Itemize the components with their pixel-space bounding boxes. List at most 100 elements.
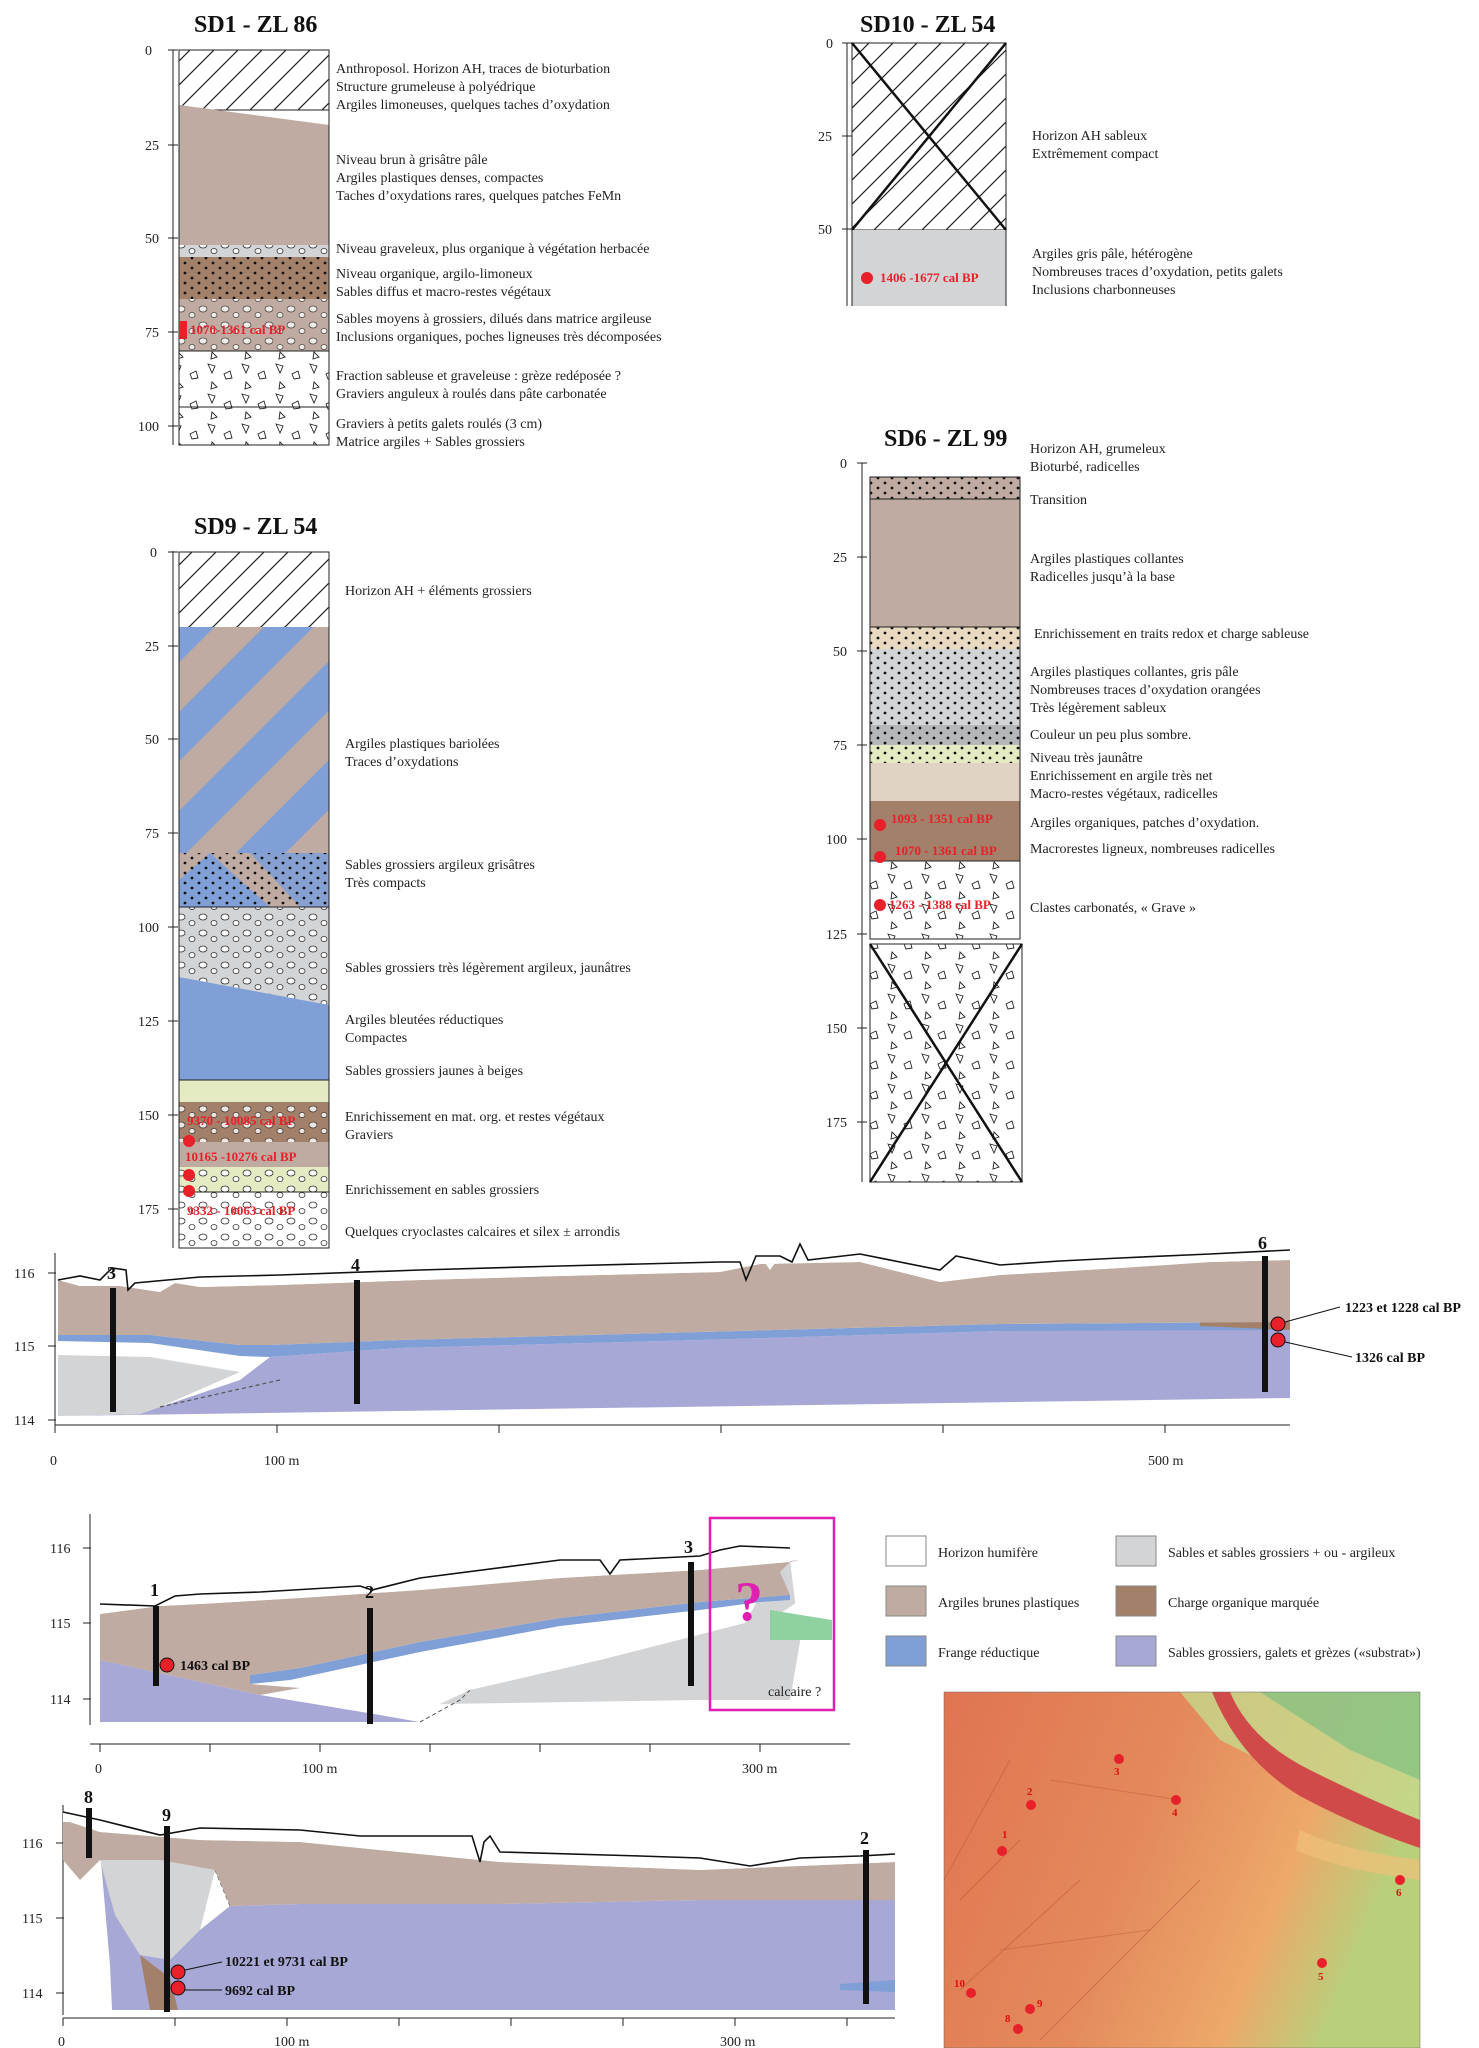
sd9-descriptions: Horizon AH + éléments grossiers Argiles … — [345, 584, 631, 1240]
svg-text:Extrêmement compact: Extrêmement compact — [1032, 147, 1158, 162]
sd9-date-1: 9370 - 10085 cal BP — [187, 1113, 295, 1128]
transect-2-question: ? — [735, 1571, 763, 1633]
log-sd6: SD6 - ZL 99 0 25 50 75 100 125 150 175 — [826, 426, 1309, 1183]
map-point-4 — [1171, 1795, 1181, 1805]
transect-1-date-2: 1326 cal BP — [1355, 1351, 1425, 1366]
sd6-layer-organic — [870, 801, 1020, 861]
sd1-title: SD1 - ZL 86 — [194, 12, 317, 38]
svg-text:3: 3 — [1114, 1766, 1120, 1778]
svg-text:Fraction sableuse et graveleus: Fraction sableuse et graveleuse : grèze … — [336, 369, 621, 384]
transect-2-label-1: 1 — [150, 1580, 159, 1600]
svg-text:2: 2 — [1027, 1786, 1033, 1798]
svg-text:125: 125 — [826, 928, 847, 943]
transect-3-clay — [63, 1822, 895, 1906]
transect-1-label-4: 4 — [351, 1255, 360, 1275]
svg-text:114: 114 — [50, 1693, 70, 1708]
transect-3-yticks: 116 115 114 — [22, 1837, 64, 2002]
svg-text:150: 150 — [138, 1109, 159, 1124]
log-sd9: SD9 - ZL 54 0 25 50 75 100 125 150 175 — [138, 514, 631, 1249]
svg-text:75: 75 — [145, 326, 159, 341]
svg-text:115: 115 — [22, 1912, 42, 1927]
sd9-date-marker-1 — [183, 1135, 195, 1147]
svg-text:Enrichissement en argile très: Enrichissement en argile très net — [1030, 769, 1213, 784]
legend-label-substrate: Sables grossiers, galets et grèzes («sub… — [1168, 1646, 1421, 1661]
svg-text:Nombreuses traces d’oxydation,: Nombreuses traces d’oxydation, petits ga… — [1032, 265, 1283, 280]
sd6-layer-clay — [870, 499, 1020, 627]
transect-3-date-2: 9692 cal BP — [225, 1984, 295, 1999]
svg-text:0: 0 — [58, 2035, 65, 2048]
transect-2-date: 1463 cal BP — [180, 1659, 250, 1674]
svg-text:Niveau brun à grisâtre pâle: Niveau brun à grisâtre pâle — [336, 153, 488, 168]
transect-1-sands — [58, 1355, 240, 1416]
transect-2-uncertain-zone — [708, 1516, 836, 1712]
svg-text:Compactes: Compactes — [345, 1031, 407, 1046]
transect-2: 116 115 114 0 100 m 300 m ? calca — [50, 1514, 850, 1777]
map-river — [1212, 1692, 1420, 1848]
transect-2-core-1 — [153, 1606, 159, 1686]
legend-label-clay: Argiles brunes plastiques — [938, 1596, 1079, 1611]
transect-2-clay — [100, 1560, 800, 1695]
svg-text:Sables grossiers argileux gris: Sables grossiers argileux grisâtres — [345, 858, 535, 873]
svg-text:Sables grossiers jaunes à beig: Sables grossiers jaunes à beiges — [345, 1064, 523, 1079]
transect-1-label-3: 3 — [107, 1263, 116, 1283]
transect-1-date-1: 1223 et 1228 cal BP — [1345, 1301, 1461, 1316]
transect-2-core-3 — [688, 1562, 694, 1686]
transect-1-label-6: 6 — [1258, 1233, 1267, 1253]
svg-text:6: 6 — [1396, 1887, 1402, 1899]
svg-text:Inclusions charbonneuses: Inclusions charbonneuses — [1032, 283, 1175, 298]
svg-text:0: 0 — [150, 546, 157, 561]
transect-1-reduced — [58, 1322, 1290, 1357]
transect-2-reduced — [250, 1595, 790, 1684]
transect-1-xticks: 0 100 m 500 m — [50, 1425, 1184, 1469]
map-point-6 — [1395, 1875, 1405, 1885]
transect-1-substrate — [58, 1327, 1290, 1416]
svg-text:Argiles plastiques collantes,: Argiles plastiques collantes, gris pâle — [1030, 665, 1239, 680]
map-point-2 — [1026, 1800, 1036, 1810]
sd1-layer-brown — [179, 105, 329, 245]
sd6-ticks: 0 25 50 75 100 125 150 175 — [826, 457, 867, 1131]
svg-text:115: 115 — [14, 1340, 34, 1355]
svg-text:Graviers: Graviers — [345, 1128, 393, 1143]
legend: Horizon humifère Sables et sables grossi… — [885, 1535, 1421, 1667]
map-point-9 — [1025, 2004, 1035, 2014]
legend-label-reduced: Frange réductique — [938, 1646, 1039, 1661]
relief-map: 1 2 3 4 5 6 8 9 10 — [943, 1691, 1421, 2048]
sd6-date-marker-3 — [874, 899, 886, 911]
transect-3-core-9 — [164, 1826, 170, 2012]
transect-2-core-2 — [367, 1608, 373, 1724]
svg-text:114: 114 — [14, 1414, 34, 1429]
svg-text:5: 5 — [1318, 1971, 1324, 1983]
svg-text:Argiles plastiques denses, com: Argiles plastiques denses, compactes — [336, 171, 543, 186]
svg-text:116: 116 — [14, 1267, 34, 1282]
transect-3-substrate — [90, 1830, 895, 2010]
legend-swatch-reduced — [885, 1635, 927, 1667]
svg-text:Niveau graveleux, plus organiq: Niveau graveleux, plus organique à végét… — [336, 242, 649, 257]
transect-1-core-3 — [110, 1288, 116, 1412]
sd9-date-3: 9332 - 10063 cal BP — [187, 1203, 295, 1218]
svg-text:Clastes carbonatés, « Grave »: Clastes carbonatés, « Grave » — [1030, 901, 1196, 916]
transect-1-surface — [57, 1242, 1291, 1292]
transect-3-core-8 — [86, 1808, 92, 1858]
svg-text:Inclusions organiques, poches: Inclusions organiques, poches ligneuses … — [336, 330, 662, 345]
transect-3-date-1: 10221 et 9731 cal BP — [225, 1955, 348, 1970]
sd9-layer-ah — [179, 552, 329, 627]
sd9-layer-reduced — [179, 977, 329, 1080]
svg-text:0: 0 — [50, 1454, 57, 1469]
svg-text:Argiles limoneuses, quelques t: Argiles limoneuses, quelques taches d’ox… — [336, 98, 610, 113]
transect-3-label-8: 8 — [84, 1787, 93, 1807]
sd6-date-2: 1070 - 1361 cal BP — [895, 843, 997, 858]
transect-2-label-3: 3 — [684, 1537, 693, 1557]
svg-text:50: 50 — [145, 232, 159, 247]
log-sd10: SD10 - ZL 54 0 25 50 1406 -1677 cal BP H… — [818, 12, 1283, 306]
legend-swatch-clay — [885, 1585, 927, 1617]
transect-3-core-2 — [863, 1850, 869, 2004]
transect-2-calcaire: calcaire ? — [768, 1685, 821, 1700]
sd9-date-marker-3 — [183, 1185, 195, 1197]
sd9-date-marker-2 — [183, 1169, 195, 1181]
transect-3-date-marker-2 — [170, 1980, 186, 1996]
map-points: 1 2 3 4 5 6 8 9 10 — [954, 1754, 1405, 2034]
svg-text:Enrichissement en traits redox: Enrichissement en traits redox et charge… — [1034, 627, 1309, 642]
svg-text:25: 25 — [145, 139, 159, 154]
sd6-descriptions: Horizon AH, grumeleux Bioturbé, radicell… — [1030, 442, 1309, 916]
svg-text:4: 4 — [1172, 1807, 1178, 1819]
